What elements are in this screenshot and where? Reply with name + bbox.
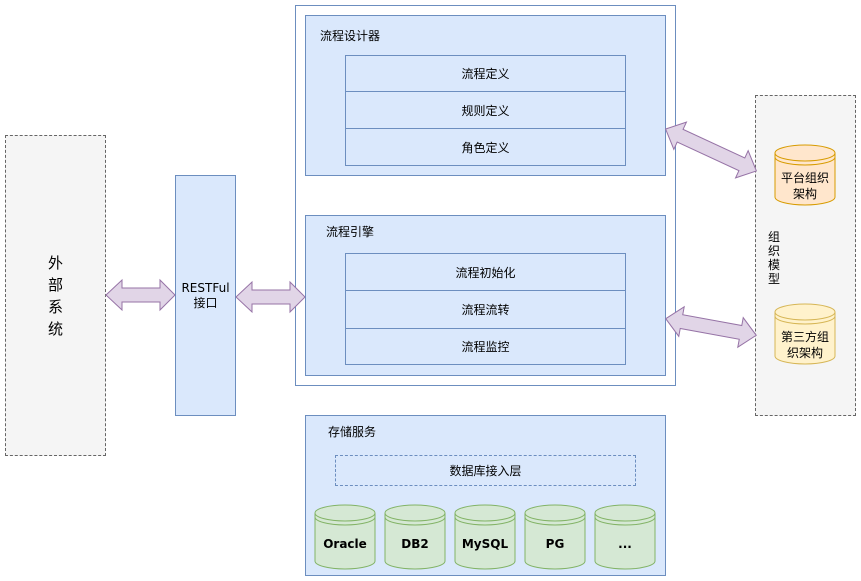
database-cylinder (524, 504, 586, 570)
bidirectional-arrow (235, 280, 306, 314)
restful-label: RESTFul (181, 280, 230, 295)
platform-org-cylinder (774, 144, 836, 206)
bidirectional-arrow (665, 305, 757, 349)
designer-item: 流程定义 (345, 55, 626, 92)
database-cylinder (314, 504, 376, 570)
platform-org-line2: 架构 (792, 187, 817, 201)
platform-org-line1: 平台组织 (780, 171, 829, 185)
process-designer-title: 流程设计器 (320, 29, 381, 43)
org-model-char: 织 (767, 244, 780, 258)
database-label: MySQL (461, 537, 509, 551)
platform-org-label: 平台组织 架构 (775, 170, 835, 202)
process-engine-title: 流程引擎 (326, 225, 375, 239)
engine-item: 流程流转 (345, 290, 626, 329)
restful-interface-box: RESTFul 接口 (175, 175, 236, 416)
database-label: PG (545, 537, 565, 551)
external-system-char: 统 (47, 319, 63, 338)
org-model-char: 组 (767, 230, 780, 244)
external-system-char: 部 (47, 275, 63, 294)
database-label: DB2 (401, 537, 429, 551)
external-system-char: 系 (47, 297, 63, 316)
database-access-layer: 数据库接入层 (335, 455, 636, 486)
org-model-char: 模 (767, 258, 780, 272)
bidirectional-arrow (664, 121, 758, 179)
org-model-label: 组 织 模 型 (763, 230, 785, 286)
restful-sublabel: 接口 (193, 295, 218, 310)
database-cylinder (454, 504, 516, 570)
third-party-org-line2: 织架构 (786, 346, 823, 360)
external-system-char: 外 (47, 253, 63, 272)
third-party-org-line1: 第三方组 (780, 330, 829, 344)
database-label: Oracle (323, 537, 367, 551)
database-cylinder (594, 504, 656, 570)
engine-item: 流程监控 (345, 328, 626, 365)
database-label: ... (618, 537, 632, 551)
third-party-org-label: 第三方组 织架构 (775, 329, 835, 361)
storage-service-title: 存储服务 (328, 425, 377, 439)
bidirectional-arrow (105, 278, 176, 312)
third-party-org-cylinder (774, 303, 836, 365)
database-cylinder (384, 504, 446, 570)
external-system-box: 外 部 系 统 (5, 135, 106, 456)
designer-item: 角色定义 (345, 128, 626, 166)
org-model-char: 型 (767, 272, 780, 286)
